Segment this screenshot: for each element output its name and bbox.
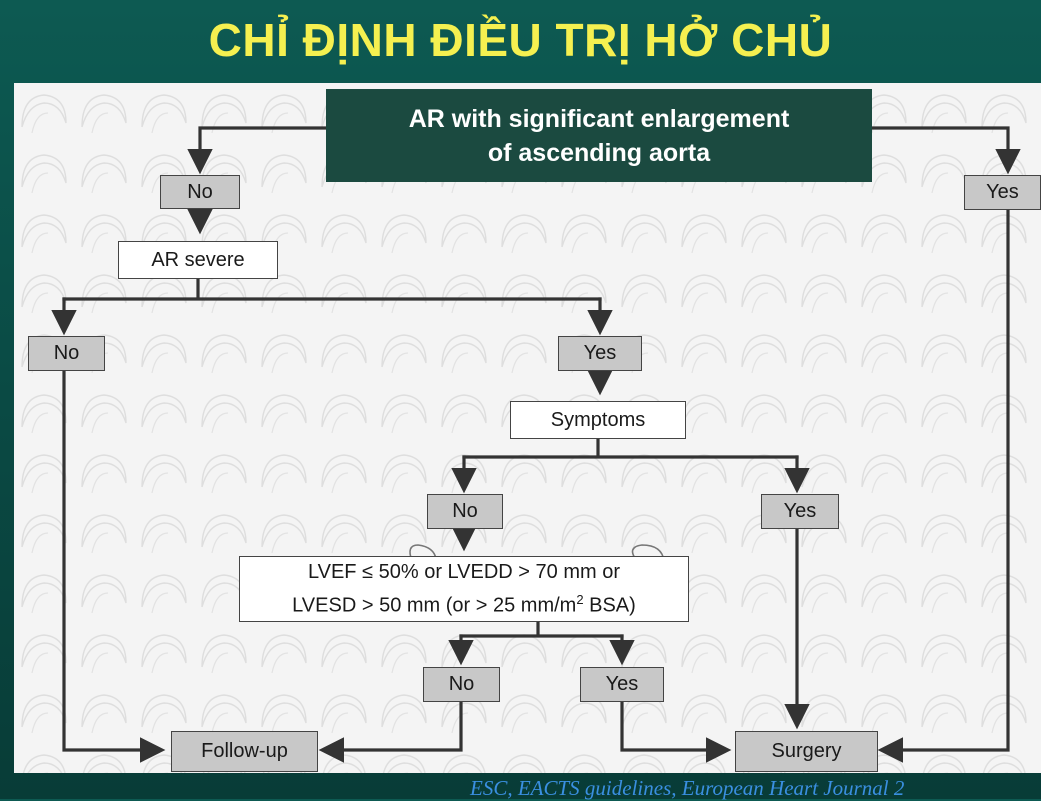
arrow-lv-no-to-follow-up [318, 699, 463, 763]
flowchart-panel: AR with significant enlargement of ascen… [14, 83, 1041, 773]
node-no-lv: No [423, 667, 500, 702]
slide-title: CHỈ ĐỊNH ĐIỀU TRỊ HỞ CHỦ [208, 14, 833, 66]
arrow-top-yes-to-surgery [877, 202, 1010, 763]
node-ar-enlargement-line1: AR with significant enlargement [408, 104, 790, 133]
node-ar-enlargement-line2: of ascending aorta [487, 138, 711, 167]
node-yes-top: Yes [964, 175, 1041, 210]
node-yes-symptoms: Yes [761, 494, 839, 529]
node-ar-enlargement: AR with significant enlargement of ascen… [326, 89, 872, 182]
node-lv-criteria-line1: LVEF ≤ 50% or LVEDD > 70 mm or [307, 560, 620, 583]
node-lv-criteria-line2: LVESD > 50 mm (or > 25 mm/m2 BSA) [292, 586, 636, 620]
node-yes-severe: Yes [558, 336, 642, 371]
node-ar-severe: AR severe [118, 241, 278, 279]
node-no-severe: No [28, 336, 105, 371]
connector-lines [51, 126, 1021, 763]
node-yes-lv: Yes [580, 667, 664, 702]
arrow-lv-yes-to-surgery [620, 699, 732, 763]
arrow-no-to-follow-up [62, 369, 166, 763]
lv-line2-suffix: BSA) [583, 594, 636, 617]
arrow-top-to-no [187, 126, 328, 175]
arrow-top-to-yes [870, 126, 1021, 175]
node-no-symptoms: No [427, 494, 503, 529]
node-symptoms: Symptoms [510, 401, 686, 439]
node-follow-up: Follow-up [171, 731, 318, 772]
lv-superscript: 2 [576, 591, 584, 607]
citation-text: ESC, EACTS guidelines, European Heart Jo… [470, 776, 905, 800]
node-surgery: Surgery [735, 731, 878, 772]
lv-line2-text: LVESD > 50 mm (or > 25 mm/m [292, 594, 577, 617]
node-lv-criteria: LVEF ≤ 50% or LVEDD > 70 mm or LVESD > 5… [239, 556, 689, 622]
node-no-top: No [160, 175, 240, 209]
